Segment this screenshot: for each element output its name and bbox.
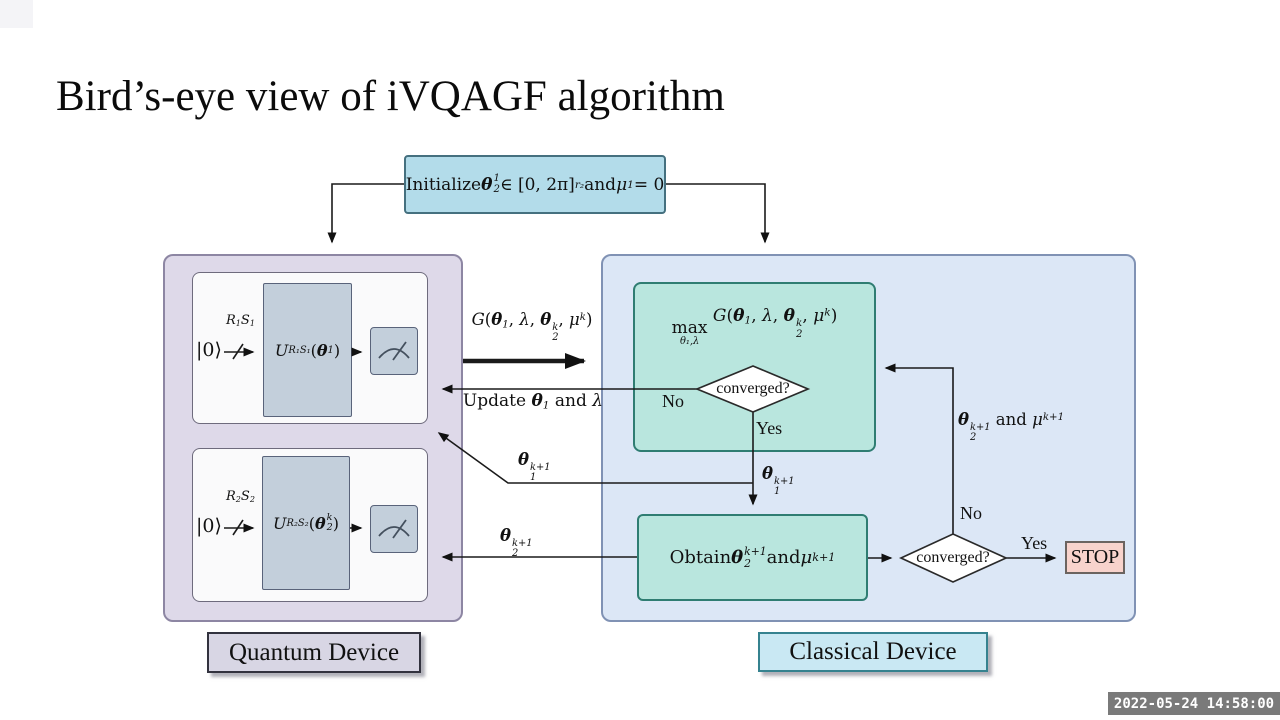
quantum-device-label: Quantum Device [207,632,421,673]
wire-size-label: R1S1 [226,313,255,328]
wire-size-label: R2S2 [226,489,255,504]
ket-zero-label: |0⟩ [196,515,222,537]
gauge-glyph [378,341,410,361]
measurement-gauge-icon [370,505,418,553]
branch-no-1: No [662,391,684,411]
branch-yes-1: Yes [756,418,783,438]
ket-zero-label: |0⟩ [196,339,222,361]
branch-no-2: No [960,503,982,523]
video-timestamp: 2022-05-24 14:58:00 [1108,692,1280,715]
edge-init-to-quantum [327,183,404,244]
edge-init-to-classical [666,183,770,244]
corner-artifact [0,0,33,28]
update-edge-label: Update θ1 and λ [462,391,604,412]
stop-box: STOP [1065,541,1125,574]
gauge-glyph [378,519,410,539]
branch-yes-2: Yes [1021,533,1048,553]
measurement-gauge-icon [370,327,418,375]
classical-device-label: Classical Device [758,632,988,672]
page-title: Bird’s-eye view of iVQAGF algorithm [56,73,725,120]
converged-question-2: converged? [916,549,990,566]
converged-question-1: converged? [716,380,790,397]
